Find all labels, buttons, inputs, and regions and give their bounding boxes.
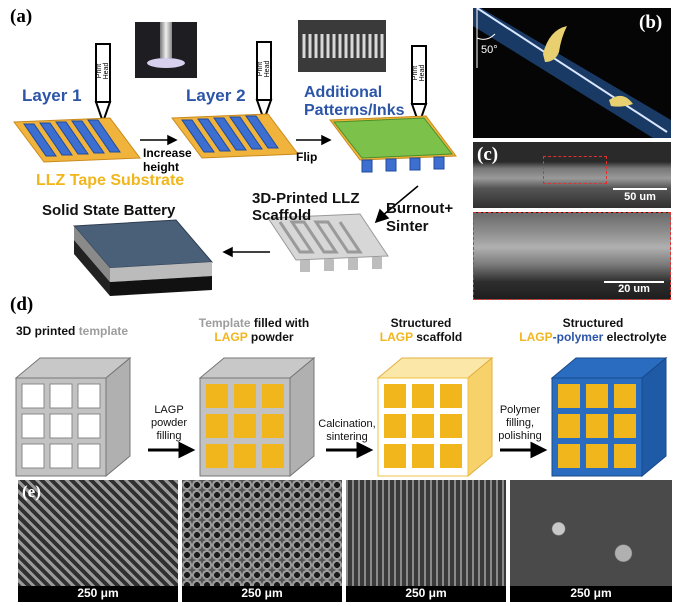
solid-state-battery-label: Solid State Battery: [42, 202, 176, 219]
additional-patterns-label: Additional Patterns/Inks: [304, 84, 405, 119]
printed-pattern-photo: [298, 20, 386, 72]
step2-label: Calcination, sintering: [318, 418, 376, 443]
step1-label: LAGP powder filling: [150, 404, 188, 442]
sem-scale-3: 250 μm: [346, 586, 506, 602]
flip-label: Flip: [296, 150, 318, 164]
cube-schematics-graphic: [14, 356, 668, 478]
d-title-4-c: -polymer: [552, 330, 604, 344]
angle-label: 50°: [481, 44, 498, 56]
scale-bar-bottom: [604, 281, 664, 283]
sem-image-3: 250 μm: [346, 480, 506, 602]
d-title-4-d: electrolyte: [606, 330, 667, 344]
d-title-1-b: template: [78, 324, 129, 338]
scale-label-top: 50 um: [624, 191, 656, 203]
zoom-region-box: [543, 156, 607, 184]
scaffold-label: 3D-Printed LLZ Scaffold: [252, 190, 360, 224]
d-title-3-b: LAGP: [379, 330, 413, 344]
printed-lines-graphic: [302, 34, 384, 58]
scale-label-bottom: 20 um: [618, 283, 650, 295]
sem-image-4: 250 μm: [510, 480, 672, 602]
d-title-2-c: LAGP: [214, 330, 248, 344]
step3-label: Polymer filling, polishing: [498, 404, 542, 442]
d-title-4-a: Structured: [562, 316, 624, 330]
d-title-1: 3D printed template: [16, 324, 128, 338]
substrate-label: LLZ Tape Substrate: [36, 172, 185, 189]
burnout-sinter-label: Burnout+ Sinter: [386, 200, 454, 235]
sem-scale-1: 250 μm: [18, 586, 178, 602]
d-title-2: Template filled with LAGP powder: [198, 316, 310, 344]
increase-height-label: Increase height: [143, 146, 192, 174]
d-title-2-b: filled with: [253, 316, 310, 330]
layer2-label: Layer 2: [186, 86, 246, 105]
panel-label-b: (b): [639, 12, 663, 33]
sem-scale-4: 250 μm: [510, 586, 672, 602]
scale-bar-top: [613, 188, 667, 190]
tape-substrates-graphic: [13, 113, 457, 296]
sem-image-1: 250 μm: [18, 480, 178, 602]
panel-c-sem-top: (c) 50 um: [473, 142, 671, 208]
d-title-4: Structured LAGP-polymer electrolyte: [508, 316, 678, 344]
panel-c-sem-zoom: 20 um: [473, 212, 671, 300]
d-title-3: Structured LAGP scaffold: [366, 316, 476, 344]
layer1-label: Layer 1: [22, 86, 82, 105]
d-title-3-a: Structured: [390, 316, 452, 330]
panel-b-photo: 50° (b): [473, 8, 671, 138]
d-title-3-c: scaffold: [416, 330, 463, 344]
panel-label-a: (a): [10, 6, 33, 27]
tilted-plate-graphic: [473, 8, 671, 138]
d-title-1-a: 3D printed: [16, 324, 76, 338]
panel-label-c: (c): [477, 144, 499, 165]
d-title-2-a: Template: [198, 316, 251, 330]
print-heads-graphic: [94, 41, 428, 128]
panel-label-d: (d): [10, 294, 34, 315]
d-title-2-d: powder: [250, 330, 294, 344]
panel-label-e: (e): [22, 482, 41, 501]
sem-scale-2: 250 μm: [182, 586, 342, 602]
sem-image-2: 250 μm: [182, 480, 342, 602]
d-title-4-b: LAGP: [519, 330, 553, 344]
nozzle-photo: [135, 22, 197, 78]
